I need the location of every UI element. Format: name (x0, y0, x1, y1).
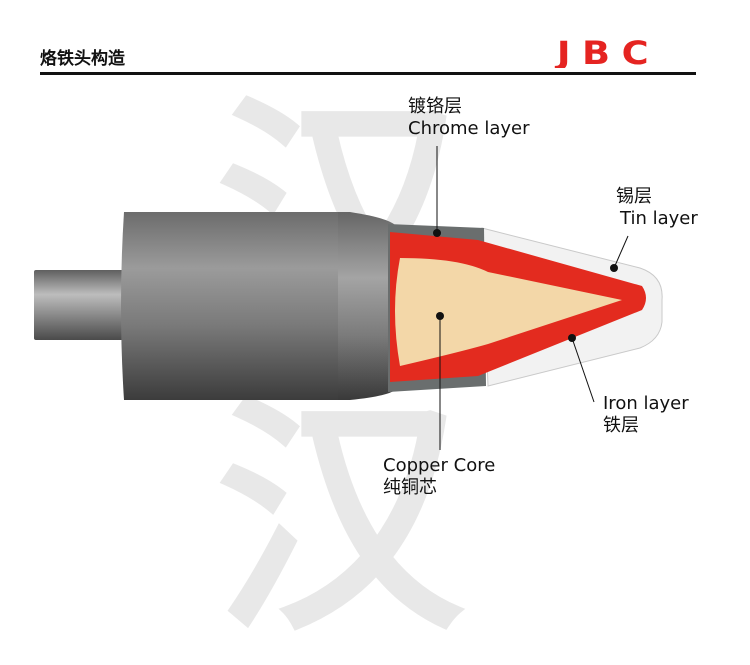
header-divider (40, 72, 696, 75)
iron-layer-label: Iron layer 铁层 (603, 393, 689, 437)
iron-leader-dot (568, 334, 576, 342)
chrome-leader-dot (433, 229, 441, 237)
jbc-logo-text: JBC (555, 38, 660, 68)
tin-leader-dot (610, 264, 618, 272)
chrome-label-en: Chrome layer (408, 118, 530, 139)
iron-leader-line (571, 337, 595, 403)
chrome-label-zh: 镀铬层 (408, 96, 462, 117)
copper-leader-dot (436, 312, 444, 320)
copper-label-en: Copper Core (383, 455, 496, 476)
tin-label-en: Tin layer (620, 208, 698, 229)
copper-core-label: Copper Core 纯铜芯 (383, 455, 495, 499)
rear-shaft (34, 270, 126, 340)
page-title: 烙铁头构造 (40, 49, 125, 69)
tin-leader-line (613, 235, 629, 269)
copper-core (395, 258, 622, 366)
iron-label-zh: 铁层 (603, 415, 639, 436)
chrome-layer-label: 镀铬层 Chrome layer (408, 96, 529, 140)
tin-layer-label: 锡层 Tin layer (616, 186, 698, 230)
tip-collar (338, 212, 395, 400)
jbc-logo: JBC (555, 38, 660, 68)
tip-body (121, 212, 340, 400)
tin-label-zh: 锡层 (616, 186, 652, 207)
soldering-tip-diagram (34, 146, 663, 450)
iron-label-en: Iron layer (603, 393, 689, 414)
copper-label-zh: 纯铜芯 (383, 477, 437, 498)
